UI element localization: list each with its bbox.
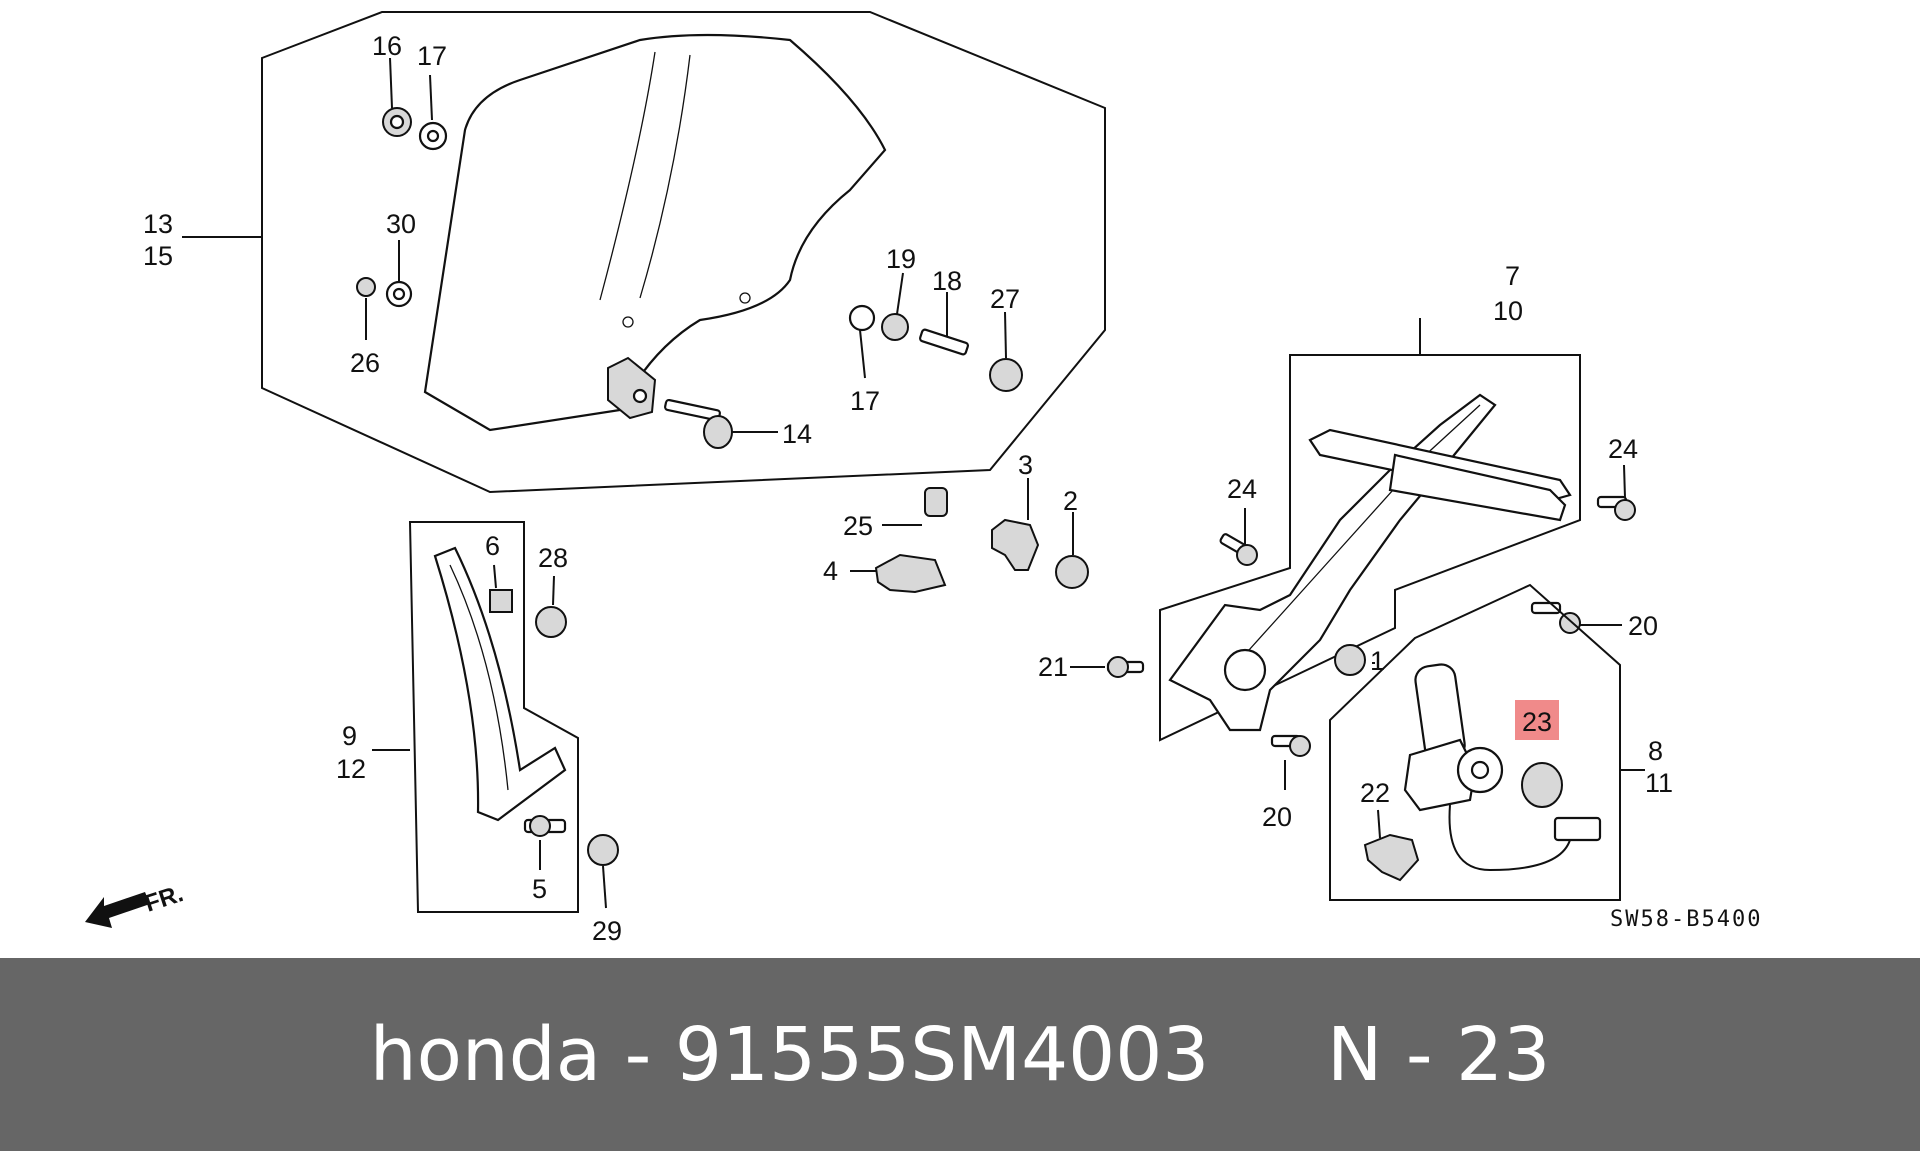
footer-text: honda - 91555SM4003 N - 23 [370,1012,1551,1098]
direction-label: FR. [142,880,187,918]
clip-22 [1363,833,1420,882]
callout-16: 16 [372,31,402,61]
diagram-code: SW58-B5400 [1610,907,1762,932]
callout-6: 6 [485,531,500,561]
clip-6 [489,589,513,613]
washer-19 [881,313,909,341]
item-prefix: N [1327,1011,1383,1098]
callout-24-left: 24 [1227,474,1257,504]
motor-group-frame [1329,583,1621,901]
callout-3: 3 [1018,450,1033,480]
callout-17-top: 17 [417,41,447,71]
callout-26: 26 [350,348,380,378]
footer-banner: honda - 91555SM4003 N - 23 [0,958,1920,1151]
callout-27: 27 [990,284,1020,314]
nut-26 [356,277,376,297]
nut-27 [989,358,1023,392]
callout-4: 4 [823,556,838,586]
channel-group-frame [408,521,579,913]
nut-28 [535,606,567,638]
callout-9: 9 [342,721,357,751]
spacer [1209,1012,1327,1098]
callout-15: 15 [143,241,173,271]
callout-18: 18 [932,266,962,296]
regulator-group-frame [1159,354,1581,742]
callout-13: 13 [143,209,173,239]
callout-22: 22 [1360,778,1390,808]
callout-5: 5 [532,874,547,904]
part-number: 91555SM4003 [674,1011,1210,1098]
callout-30: 30 [386,209,416,239]
item-number: 23 [1456,1011,1551,1098]
callout-24-right: 24 [1608,434,1638,464]
separator: - [601,1011,675,1098]
clip-25 [924,487,948,517]
callout-8: 8 [1648,736,1663,766]
callout-29: 29 [592,916,622,946]
nut-2 [1055,555,1089,589]
washer-17-mid [848,304,876,332]
callout-19: 19 [886,244,916,274]
callout-25: 25 [843,511,873,541]
callout-28: 28 [538,543,568,573]
callout-20-top: 20 [1628,611,1658,641]
callout-2: 2 [1063,486,1078,516]
glass-holder [607,356,657,420]
callout-1: 1 [1370,646,1385,676]
bolt-18 [919,328,969,356]
door-glass [423,33,887,432]
glass-group-frame [261,11,1106,494]
callout-20-bottom: 20 [1262,802,1292,832]
callout-10: 10 [1493,296,1523,326]
separator: - [1382,1011,1457,1098]
callout-11: 11 [1645,768,1673,798]
callout-23: 23 [1522,707,1552,737]
callout-12: 12 [336,754,366,784]
bracket-3 [991,518,1040,571]
motor-connector [1553,816,1602,842]
parts-diagram: 1 2 3 4 5 6 7 8 9 10 11 12 13 14 15 16 1… [85,11,1762,946]
callout-7: 7 [1505,261,1520,291]
front-arrow-icon [85,892,150,928]
bracket-4 [874,553,947,594]
part-23 [1521,762,1563,808]
callout-17-mid: 17 [850,386,880,416]
part-23-highlight [1515,700,1559,740]
brand-name: honda [369,1011,602,1098]
callout-21: 21 [1038,652,1068,682]
callout-14: 14 [782,419,812,449]
nut-29 [587,834,619,866]
run-channel [433,546,567,822]
